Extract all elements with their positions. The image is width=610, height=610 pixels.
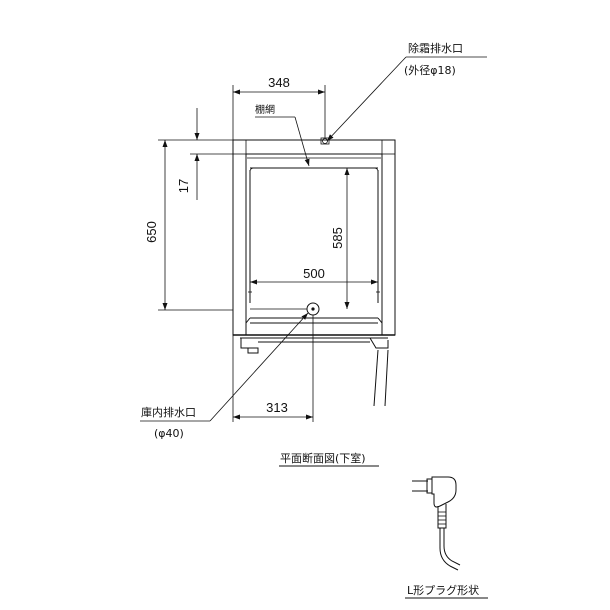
dim-585: 585 <box>330 168 350 309</box>
shelf-net-label: 棚網 <box>255 103 275 116</box>
cabinet-inner-outline <box>245 153 383 335</box>
leader-defrost-drain: 除霜排水口 (外径φ18) <box>326 41 487 142</box>
shelf-net <box>247 157 381 303</box>
dim-650-text: 650 <box>144 221 159 243</box>
defrost-drain <box>320 137 330 145</box>
cabinet-bottom <box>233 317 395 407</box>
leader-shelf-net: 棚網 <box>255 103 310 167</box>
left-wall <box>232 139 247 336</box>
plug-shape-label: L形プラグ形状 <box>407 583 479 597</box>
defrost-drain-label: 除霜排水口 <box>408 41 463 55</box>
dim-650: 650 <box>144 139 233 311</box>
interior-drain-spec: (φ40) <box>154 427 184 440</box>
dim-500: 500 <box>250 266 378 285</box>
plug-shape-caption: L形プラグ形状 <box>405 583 488 599</box>
dim-313-text: 313 <box>266 400 288 415</box>
dim-17: 17 <box>176 108 233 200</box>
dim-348-text: 348 <box>268 75 290 90</box>
defrost-drain-spec: (外径φ18) <box>404 64 456 77</box>
cabinet-walls <box>232 139 396 336</box>
l-plug-icon <box>412 476 461 571</box>
interior-drain-label: 庫内排水口 <box>141 405 196 419</box>
leader-interior-drain: 庫内排水口 (φ40) <box>140 312 309 440</box>
plan-view-caption: 平面断面図(下室) <box>279 451 379 467</box>
right-wall <box>381 139 396 336</box>
dim-500-text: 500 <box>303 266 325 281</box>
dim-348: 348 <box>232 75 326 140</box>
top-wall <box>232 139 396 155</box>
dim-313: 313 <box>232 308 314 422</box>
dim-585-text: 585 <box>330 227 345 249</box>
dim-17-text: 17 <box>176 179 191 193</box>
interior-drain <box>306 302 320 316</box>
plan-view-label: 平面断面図(下室) <box>280 451 366 465</box>
cabinet-outline <box>232 139 396 336</box>
